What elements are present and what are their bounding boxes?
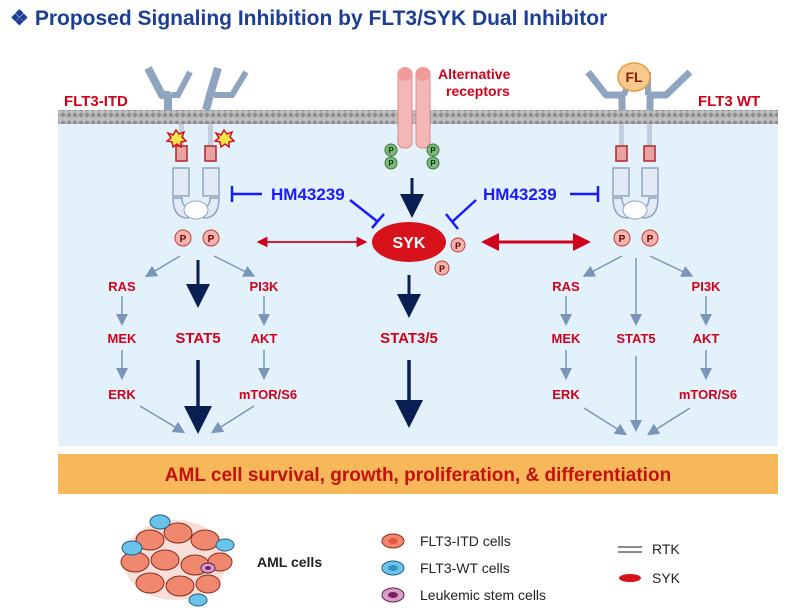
phospho-label: P [647,234,654,245]
alternative-receptor [397,67,431,149]
hm43239-right-label: HM43239 [483,185,557,204]
left-ras: RAS [108,279,136,294]
phospho-label: P [388,159,394,168]
left-erk: ERK [108,387,136,402]
legend-stem-cells: Leukemic stem cells [420,587,546,603]
right-pi3k: PI3K [692,279,722,294]
right-erk: ERK [552,387,580,402]
page-title: ❖Proposed Signaling Inhibition by FLT3/S… [10,6,607,31]
legend-itd-cells: FLT3-ITD cells [420,533,511,549]
left-mek: MEK [108,331,138,346]
left-pathway-arrows [116,255,270,434]
itd-mutation-star-icon [165,128,188,149]
right-ras: RAS [552,279,580,294]
legend-itd-cell-icon [381,533,405,549]
right-akt: AKT [693,331,720,346]
left-mtor: mTOR/S6 [239,387,297,402]
right-pathway-arrows [560,255,712,436]
legend-wt-cell-icon [381,560,405,576]
phospho-label: P [439,264,445,274]
legend-syk: SYK [652,570,681,586]
left-akt: AKT [251,331,278,346]
flt3-itd-receptor [144,66,249,220]
phospho-site [641,229,659,247]
cytoplasm-region [58,124,778,446]
phospho-label: P [388,146,394,155]
inhibitor-left-symbol [230,186,385,229]
diamond-bullet-icon: ❖ [10,7,29,30]
phospho-site [613,229,631,247]
phospho-label: P [455,241,461,251]
phospho-label: P [619,234,626,245]
right-stat5: STAT5 [616,331,655,346]
phospho-site [202,229,220,247]
alternative-receptors-label-1: Alternative [438,66,511,82]
legend-syk-icon [619,574,641,582]
phospho-site [450,237,466,253]
outcome-bar [58,454,778,494]
legend-stem-cell-icon [381,587,405,603]
phospho-site [434,260,450,276]
right-mtor: mTOR/S6 [679,387,737,402]
hm43239-left-label: HM43239 [271,185,345,204]
left-stat5: STAT5 [175,330,220,347]
flt3-itd-label: FLT3-ITD [64,93,128,110]
legend-aml-cells: AML cells [257,554,322,570]
aml-cell-cluster-illustration [120,514,235,607]
phospho-label: P [180,234,187,245]
legend-rtk: RTK [652,541,680,557]
syk-kinase [372,222,446,262]
center-phospho-group [384,143,440,170]
inhibitor-right-symbol [445,186,600,230]
alternative-receptors-label-2: receptors [446,83,510,99]
syk-label: SYK [393,235,426,252]
flt3-wt-receptor [585,69,693,220]
itd-mutation-star-icon [213,128,236,149]
fl-ligand [617,62,651,92]
left-pi3k: PI3K [250,279,280,294]
phospho-label: P [430,159,436,168]
outcome-text: AML cell survival, growth, proliferation… [165,465,671,486]
phospho-label: P [208,234,215,245]
center-stat35: STAT3/5 [380,330,438,347]
phospho-label: P [430,146,436,155]
phospho-site [174,229,192,247]
flt3-wt-label: FLT3 WT [698,93,760,110]
right-mek: MEK [552,331,582,346]
legend-wt-cells: FLT3-WT cells [420,560,510,576]
fl-ligand-label: FL [625,69,643,85]
legend-rtk-icon [618,546,642,553]
title-text: Proposed Signaling Inhibition by FLT3/SY… [34,7,608,30]
